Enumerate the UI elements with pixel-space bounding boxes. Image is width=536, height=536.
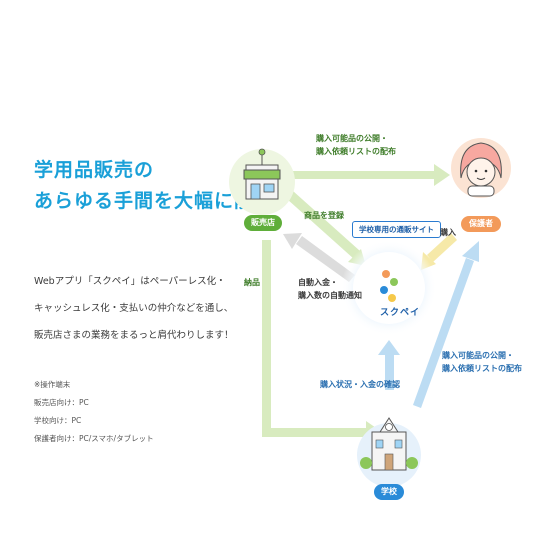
- app-callout: 学校専用の通販サイト: [352, 221, 441, 238]
- label-school-to-guardian: 購入可能品の公開・ 購入依頼リストの配布: [442, 351, 522, 373]
- arrow-school-to-app: [378, 340, 400, 390]
- headline: 学用品販売の あらゆる手間を大幅に削減！: [34, 155, 294, 217]
- guardian-node-graphic: [451, 138, 511, 198]
- app-logo-mark: [380, 270, 398, 302]
- device-notes: ※操作端末 販売店向け：PC 学校向け：PC 保護者向け：PC/スマホ/タブレッ…: [34, 376, 154, 448]
- app-name: スクペイ: [379, 308, 420, 318]
- label-store-to-school: 納品: [244, 278, 260, 287]
- headline-line2: あらゆる手間を大幅に削減！: [34, 190, 295, 212]
- store-badge: 販売店: [244, 215, 282, 231]
- notes-title: ※操作端末: [34, 380, 71, 389]
- description-line1: Webアプリ「スクペイ」はペーパーレス化・: [34, 276, 226, 287]
- notes-store: 販売店向け：PC: [34, 398, 89, 407]
- notes-school: 学校向け：PC: [34, 416, 82, 425]
- description-line2: キャッシュレス化・支払いの仲介などを通し、: [34, 303, 234, 314]
- label-guardian-to-app: 購入: [440, 228, 456, 237]
- label-store-to-guardian: 購入可能品の公開・ 購入依頼リストの配布: [316, 134, 396, 156]
- description: Webアプリ「スクペイ」はペーパーレス化・ キャッシュレス化・支払いの仲介などを…: [34, 268, 234, 349]
- arrow-app-to-store: [283, 233, 355, 282]
- arrow-store-to-guardian: [292, 164, 450, 186]
- school-badge: 学校: [374, 484, 404, 500]
- school-node-graphic: [357, 417, 421, 487]
- label-school-to-app: 購入状況・入金の確認: [320, 380, 400, 389]
- description-line3: 販売店さまの業務をまるっと肩代わりします！: [34, 330, 234, 341]
- app-circle: [353, 252, 425, 324]
- store-node-graphic: [229, 148, 295, 215]
- headline-line1: 学用品販売の: [34, 159, 155, 181]
- label-app-to-store: 自動入金・ 購入数の自動通知: [298, 278, 362, 300]
- notes-guardian: 保護者向け：PC/スマホ/タブレット: [34, 434, 154, 443]
- label-store-to-app: 商品を登録: [304, 211, 344, 220]
- arrow-school-to-guardian: [413, 241, 479, 408]
- guardian-badge: 保護者: [461, 216, 501, 232]
